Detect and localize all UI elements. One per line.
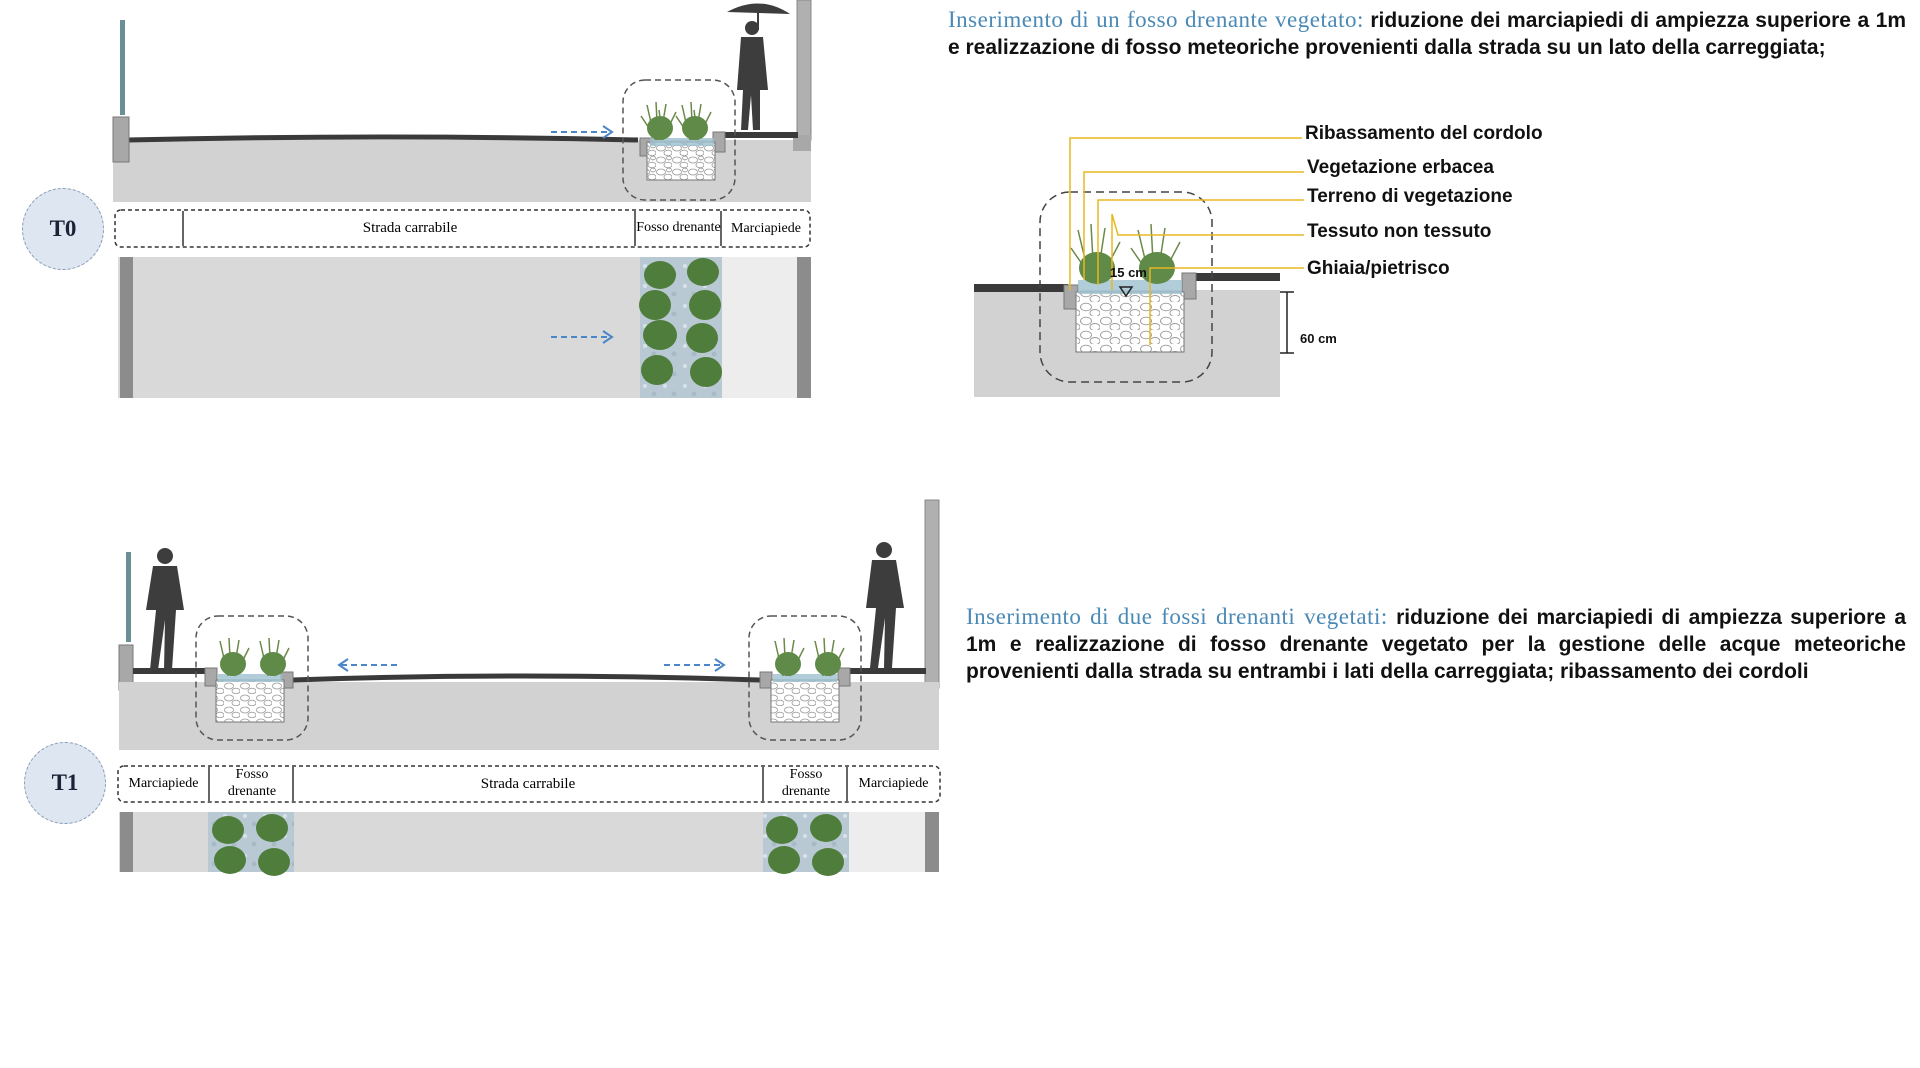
water-depth-label: 15 cm	[1110, 265, 1147, 280]
t1-gravel-left	[215, 679, 285, 723]
callout-vegetation: Vegetazione erbacea	[1307, 157, 1494, 178]
callout-soil: Terreno di vegetazione	[1307, 186, 1513, 207]
t1-zone-trench-left: Fosso drenante	[227, 767, 277, 799]
t1-description: Inserimento di due fossi drenanti vegeta…	[966, 603, 1906, 685]
flow-arrow	[551, 125, 614, 139]
callout-leaders	[1069, 137, 1304, 345]
sidewalk-surface	[723, 132, 798, 138]
t1-road-surface	[291, 673, 761, 683]
t1-zone-sidewalk-right: Marciapiede	[858, 776, 929, 791]
callout-curb: Ribassamento del cordolo	[1305, 123, 1543, 144]
t1-gravel-right	[770, 679, 840, 723]
water-level-icon	[1118, 286, 1134, 298]
t0-badge: T0	[22, 188, 104, 270]
t0-zone-strip	[114, 209, 811, 248]
t1-highlight-left	[195, 615, 309, 741]
pedestrian-umbrella-icon	[727, 3, 790, 130]
t1-zone-road: Strada carrabile	[480, 775, 576, 792]
t1-flow-arrows	[337, 658, 726, 672]
t0-description-body: riduzione dei marciapiedi di ampiezza su…	[948, 9, 1907, 59]
t0-zone-road: Strada carrabile	[362, 220, 458, 236]
callout-gravel: Ghiaia/pietrisco	[1307, 258, 1450, 279]
t1-highlight-right	[748, 615, 862, 741]
t1-description-body: riduzione dei marciapiedi di ampiezza su…	[966, 606, 1907, 683]
plan-vegetation	[639, 258, 722, 387]
pedestrian-left-icon	[146, 548, 184, 670]
t1-badge: T1	[24, 742, 106, 824]
trench-highlight	[622, 79, 736, 201]
trench-depth-label: 60 cm	[1300, 331, 1337, 346]
detail-highlight	[1039, 191, 1213, 383]
trench-detail-drawing	[974, 137, 1304, 397]
road-surface	[127, 134, 639, 143]
depth-dimension	[1280, 291, 1294, 354]
t0-badge-label: T0	[49, 216, 77, 241]
t0-section-drawing	[112, 0, 812, 398]
t1-zone-trench-right: Fosso drenante	[781, 767, 831, 799]
t1-zone-sidewalk-left: Marciapiede	[128, 776, 199, 791]
t1-section-drawing	[117, 499, 941, 876]
building-wall	[796, 0, 812, 141]
t0-zone-sidewalk: Marciapiede	[731, 220, 801, 236]
detail-gravel	[1075, 291, 1185, 353]
curb	[112, 116, 130, 163]
t1-description-lead: Inserimento di due fossi drenanti vegeta…	[966, 604, 1388, 629]
t0-zone-trench: Fosso drenante	[636, 219, 721, 235]
t1-grass-plants	[220, 652, 841, 676]
t1-zone-strip	[117, 765, 941, 803]
callout-geotextile: Tessuto non tessuto	[1307, 221, 1492, 242]
plan-flow-arrow	[551, 330, 614, 344]
wall-post	[120, 20, 125, 115]
t0-description: Inserimento di un fosso drenante vegetat…	[948, 6, 1906, 61]
pedestrian-right-icon	[866, 542, 904, 668]
t1-badge-label: T1	[51, 770, 79, 795]
gravel-trench	[646, 141, 716, 181]
t0-description-lead: Inserimento di un fosso drenante vegetat…	[948, 7, 1364, 32]
